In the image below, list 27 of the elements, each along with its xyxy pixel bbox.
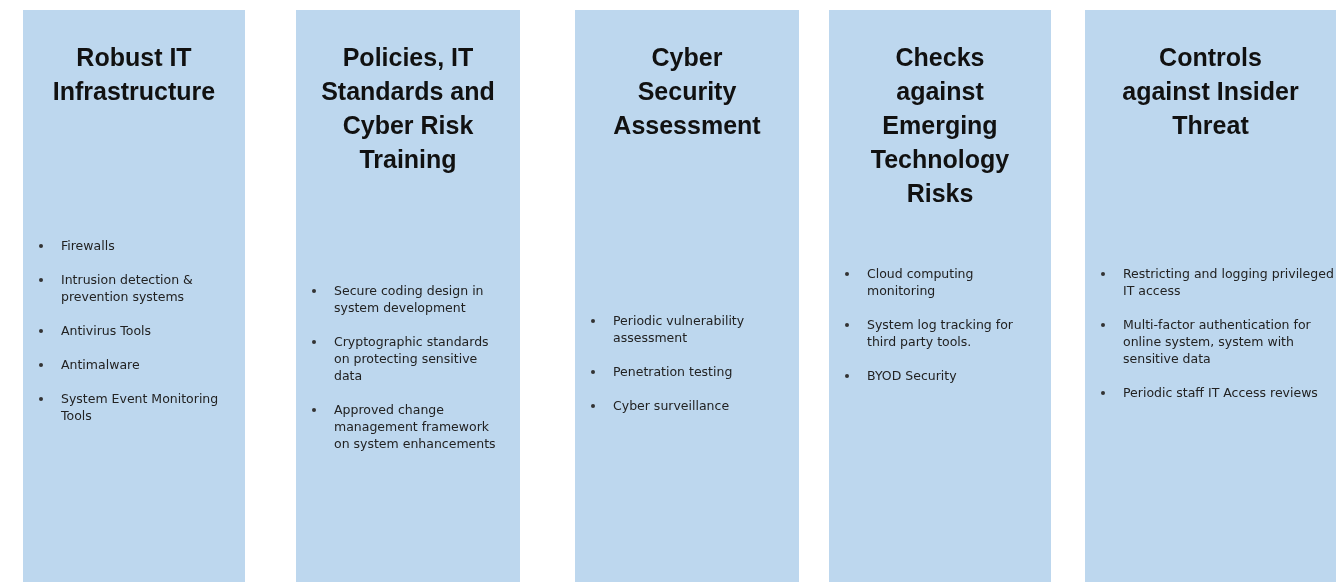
bullet-item: Cyber surveillance xyxy=(613,397,731,414)
panel-heading: Cyber Security Assessment xyxy=(612,42,762,141)
bullet-item: Periodic staff IT Access reviews xyxy=(1123,384,1319,401)
bullet-item: Antimalware xyxy=(61,356,141,373)
bullet-item: System log tracking for third party tools. xyxy=(867,316,1014,350)
panel-heading: Policies, IT Standards and Cyber Risk Training xyxy=(320,42,496,175)
bullet-item: System Event Monitoring Tools xyxy=(61,390,220,424)
bullet-item: Periodic vulnerability assessment xyxy=(613,312,746,346)
bullet-item: Restricting and logging privileged IT access xyxy=(1123,265,1334,299)
category-panel xyxy=(575,10,799,582)
panel-heading: Robust IT Infrastructure xyxy=(51,42,217,107)
bullet-item: BYOD Security xyxy=(867,367,958,384)
bullet-item: Firewalls xyxy=(61,237,116,254)
bullet-item: Penetration testing xyxy=(613,363,734,380)
panel-heading: Checks against Emerging Technology Risks xyxy=(869,42,1011,209)
bullet-item: Intrusion detection & prevention systems xyxy=(61,271,194,305)
bullet-item: Multi-factor authentication for online system, system with sensitive data xyxy=(1123,316,1312,367)
category-panel xyxy=(23,10,245,582)
bullet-item: Antivirus Tools xyxy=(61,322,153,339)
category-panel xyxy=(829,10,1051,582)
category-panel xyxy=(296,10,520,582)
category-panel xyxy=(1085,10,1336,582)
panel-heading: Controls against Insider Threat xyxy=(1121,42,1300,141)
bullet-item: Cryptographic standards on protecting sensitive data xyxy=(334,333,490,384)
bullet-item: Cloud computing monitoring xyxy=(867,265,975,299)
bullet-item: Secure coding design in system development xyxy=(334,282,485,316)
bullet-item: Approved change management framework on system enhancements xyxy=(334,401,497,452)
